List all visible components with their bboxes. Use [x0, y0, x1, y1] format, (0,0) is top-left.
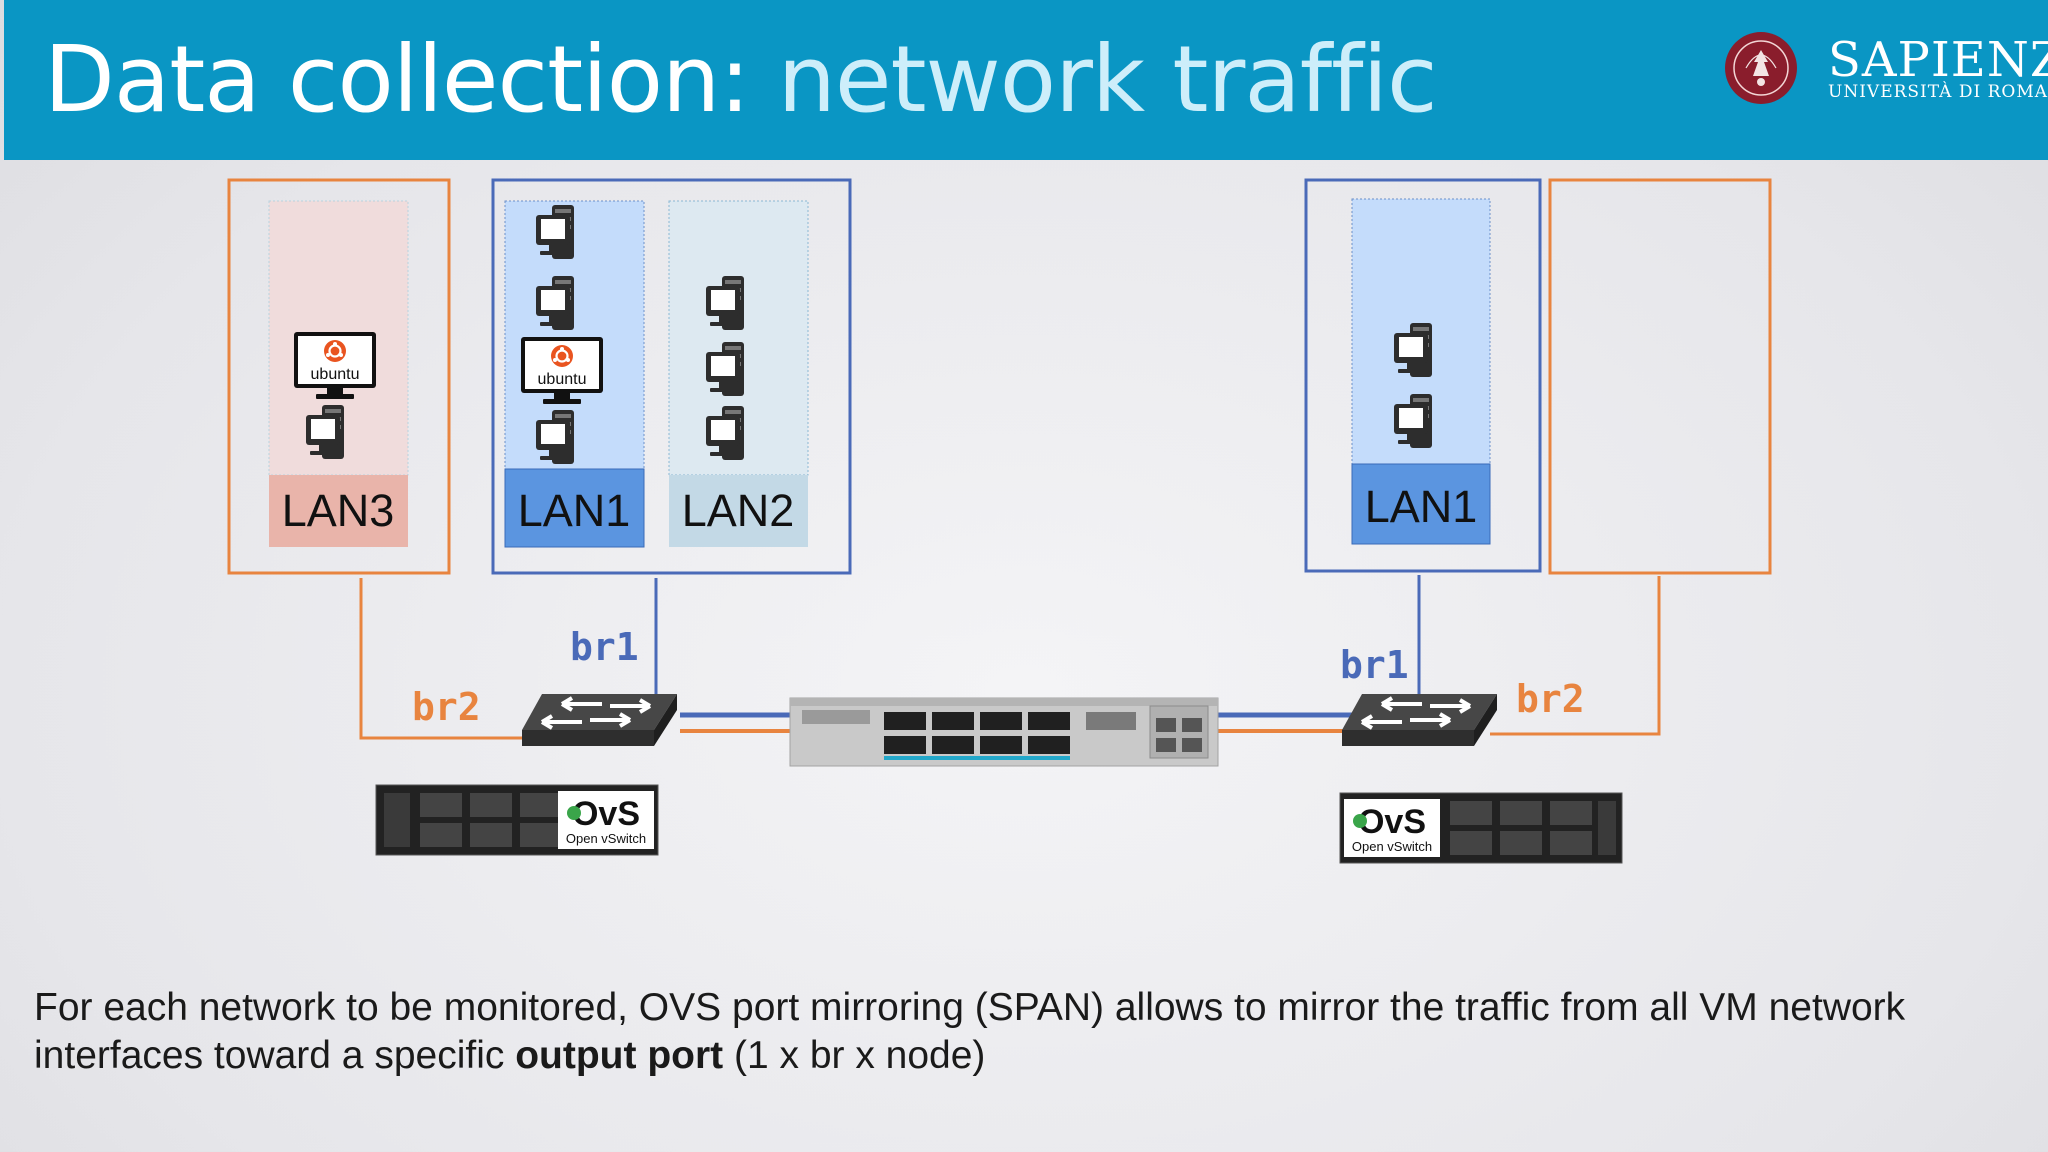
- ubuntu-vm-icon: ubuntu: [292, 330, 378, 401]
- right-br2-label: br2: [1516, 677, 1585, 721]
- lan1-right-label: LAN1: [1365, 481, 1478, 532]
- lan1-right-label-bar: [1351, 463, 1491, 545]
- title-part2: network traffic: [777, 26, 1438, 133]
- left-br2-label: br2: [412, 685, 481, 729]
- left-virtual-switch-icon: [520, 692, 679, 748]
- lan3-label: LAN3: [282, 485, 395, 536]
- lan1-left-label: LAN1: [518, 485, 631, 536]
- caption-bold: output port: [515, 1034, 724, 1077]
- right-br1-label: br1: [1340, 643, 1409, 687]
- left-node-orange-box: [227, 178, 451, 575]
- ovs-subtitle: Open vSwitch: [566, 831, 646, 846]
- sapienza-seal-logo: [1725, 32, 1797, 104]
- right-node-orange-box: [1548, 178, 1772, 575]
- lan1-left-label-bar: [504, 468, 645, 548]
- physical-switch: [789, 697, 1219, 767]
- caption-before: For each network to be monitored, OVS po…: [34, 986, 1906, 1077]
- ovs-logo: OvS: [1358, 803, 1426, 841]
- caption-text: For each network to be monitored, OVS po…: [34, 984, 1994, 1080]
- slide-title: Data collection: network traffic: [44, 30, 1438, 130]
- lan2-label-bar: [669, 475, 808, 547]
- ovs-subtitle: Open vSwitch: [1352, 839, 1432, 854]
- left-br1-label: br1: [570, 625, 639, 669]
- lan2-label: LAN2: [682, 485, 795, 536]
- left-br2-link: [359, 578, 528, 740]
- ovs-logo-mark: [1353, 814, 1367, 828]
- title-part1: Data collection:: [44, 26, 750, 133]
- lan1-left-column: [504, 200, 645, 470]
- right-node-blue-box: [1304, 178, 1542, 573]
- ovs-logo-mark: [567, 806, 581, 820]
- header-bar: Data collection: network traffic SAPIENZ…: [4, 0, 2048, 160]
- ubuntu-vm-icon: ubuntu: [519, 335, 605, 406]
- ovs-logo: OvS: [572, 795, 640, 833]
- network-diagram: LAN3 LAN1 LAN2 LAN1 ubuntu ubuntu: [227, 178, 1772, 864]
- logo-name: SAPIENZA: [1828, 32, 2048, 88]
- lan3-label-bar: [269, 475, 408, 547]
- right-br2-link: [1490, 576, 1661, 736]
- logo-subtitle: UNIVERSITÀ DI ROMA: [1828, 82, 2048, 102]
- ubuntu-label: ubuntu: [311, 366, 360, 383]
- caption-after: (1 x br x node): [723, 1034, 986, 1077]
- right-virtual-switch-icon: [1340, 692, 1499, 748]
- left-server: OvS Open vSwitch: [375, 784, 659, 856]
- right-server: OvS Open vSwitch: [1339, 792, 1623, 864]
- ubuntu-label: ubuntu: [538, 371, 587, 388]
- left-node-blue-box: [491, 178, 852, 575]
